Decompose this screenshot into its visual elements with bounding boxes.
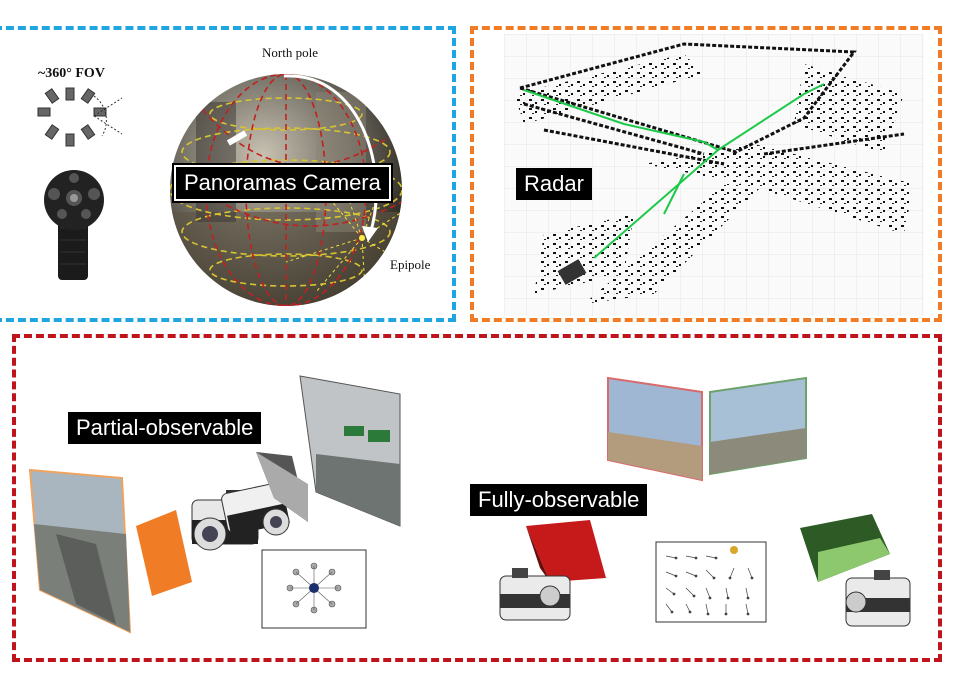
radar-panel	[470, 26, 942, 322]
camera-icon-3	[499, 568, 571, 621]
radar-vehicle	[557, 259, 587, 285]
road-photo-left	[28, 468, 132, 634]
partial-observable-label: Partial-observable	[68, 412, 262, 444]
highway-photo	[299, 375, 401, 527]
orange-image-plane	[136, 510, 192, 596]
partial-graph-box	[261, 549, 367, 629]
radar-label: Radar	[516, 168, 592, 200]
fov-label: ~360° FOV	[38, 66, 105, 81]
north-pole-label: North pole	[262, 45, 318, 60]
panoramic-camera-panel	[0, 26, 456, 322]
camera-icon-4	[845, 570, 911, 627]
camera-ring-diagram	[37, 87, 123, 147]
fully-observable-scene	[499, 376, 911, 627]
partial-observable-scene	[28, 375, 401, 634]
camera-icon-2	[221, 482, 290, 536]
full-graph-box	[655, 541, 767, 623]
epipole-label: Epipole	[390, 257, 431, 272]
fully-observable-label: Fully-observable	[470, 484, 648, 516]
panorama-photo-right	[709, 376, 807, 476]
panoramic-camera-device	[44, 170, 104, 280]
panoramas-camera-label: Panoramas Camera	[172, 163, 393, 203]
red-frustum	[526, 520, 606, 582]
panorama-photo-left	[607, 376, 703, 482]
observability-panel	[12, 334, 942, 662]
